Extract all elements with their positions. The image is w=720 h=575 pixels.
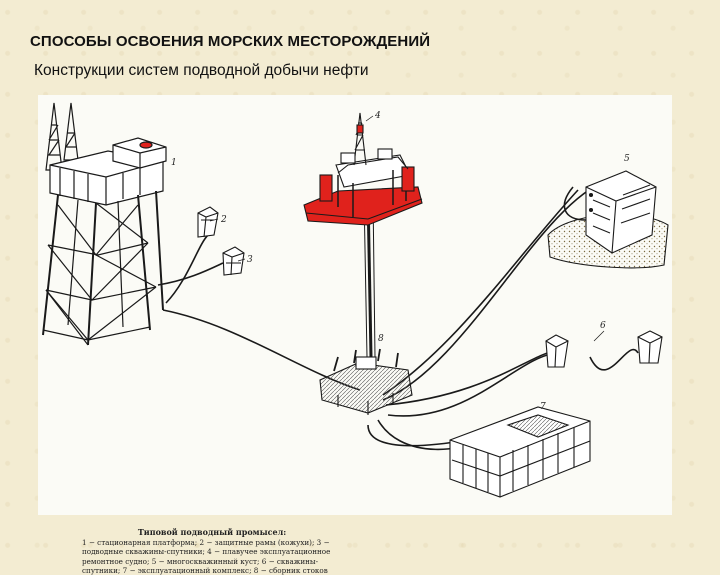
seabed-manifold — [319, 348, 413, 415]
satellite-wells-6 — [545, 330, 663, 368]
label-2: 2 — [220, 215, 227, 225]
label-3: 3 — [247, 255, 253, 265]
label-4: 4 — [374, 111, 381, 121]
satellite-well-3 — [222, 246, 245, 276]
label-8: 8 — [378, 334, 384, 344]
label-1: 1 — [171, 158, 177, 168]
diagram-drawing: 1 2 3 4 5 6 7 8 — [42, 102, 669, 498]
floating-production-vessel — [303, 112, 423, 226]
multi-well-cluster — [547, 170, 669, 269]
label-7: 7 — [540, 402, 546, 412]
production-complex — [449, 406, 591, 498]
label-6: 6 — [600, 321, 606, 331]
diagram-caption: Типовой подводный промысел: 1 − стациона… — [82, 527, 342, 575]
subsea-field-diagram: 1 2 3 4 5 6 7 8 Типовой подводный промыс… — [38, 95, 672, 575]
protective-frame-2 — [197, 206, 219, 238]
caption-text: 1 − стационарная платформа; 2 − защитные… — [82, 538, 331, 575]
caption-title: Типовой подводный промысел: — [137, 527, 287, 537]
flowlines — [157, 179, 639, 451]
component-number-labels: 1 2 3 4 5 6 7 8 — [171, 111, 630, 412]
label-leaders — [209, 115, 605, 342]
slide-subtitle: Конструкции систем подводной добычи нефт… — [34, 62, 369, 79]
label-5: 5 — [624, 154, 630, 164]
slide-title: СПОСОБЫ ОСВОЕНИЯ МОРСКИХ МЕСТОРОЖДЕНИЙ — [30, 33, 431, 50]
fixed-platform — [42, 102, 167, 346]
